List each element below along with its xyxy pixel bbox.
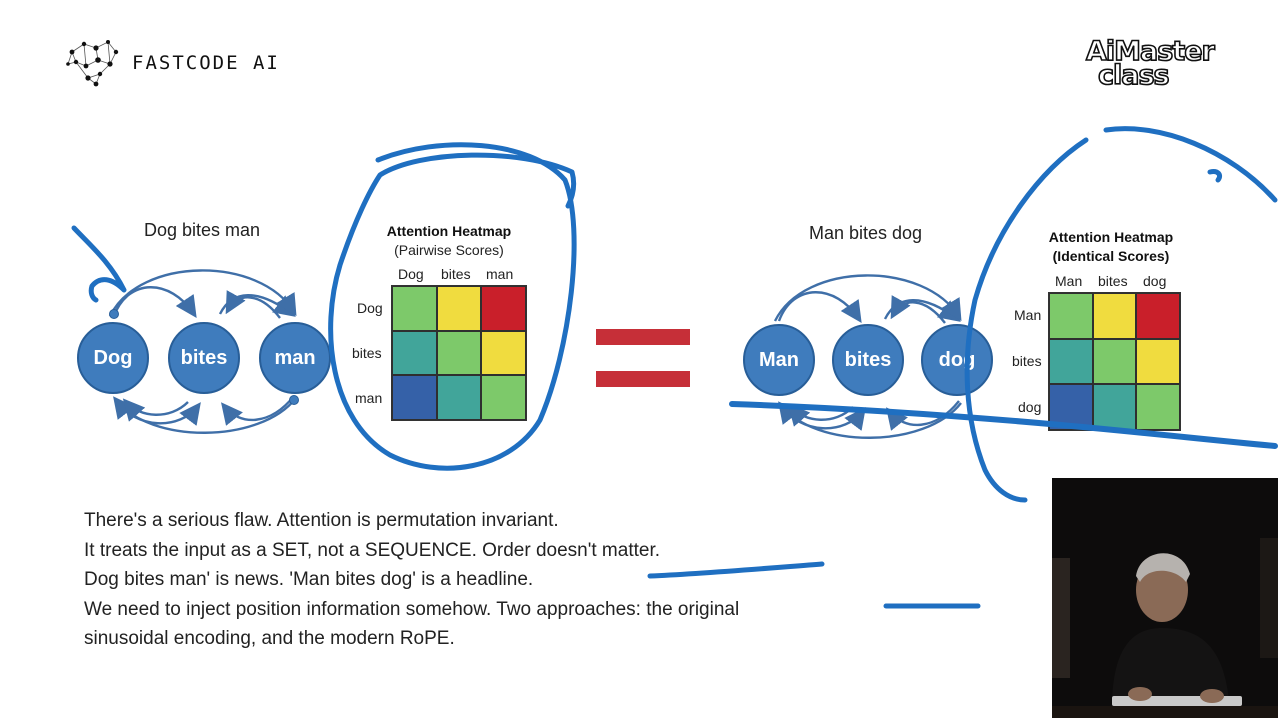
left-heatmap-col-label: man [486, 266, 514, 282]
heatmap-cell [392, 286, 437, 331]
left-heatmap-row-label: man [355, 390, 383, 406]
left-heatmap-subtitle: (Pairwise Scores) [394, 242, 504, 258]
heatmap-cell [392, 375, 437, 420]
narration-line: There's a serious flaw. Attention is per… [84, 510, 559, 531]
left-caption: Dog bites man [144, 220, 261, 240]
heatmap-cell [436, 330, 482, 376]
right-caption: Man bites dog [809, 223, 923, 243]
right-heatmap-row-label: dog [1018, 399, 1042, 415]
right-node-bites: bites [832, 324, 904, 396]
left-heatmap-col-label: bites [441, 266, 471, 282]
heatmap-cell [1049, 384, 1093, 430]
presenter-figure [1052, 478, 1278, 718]
heatmap-cell [1049, 293, 1093, 339]
right-heatmap-title: Attention Heatmap (Identical Scores) [1030, 228, 1192, 266]
narration-line: sinusoidal encoding, and the modern RoPE… [84, 628, 455, 649]
right-heatmap-col-label: bites [1098, 273, 1128, 289]
right-heatmap-grid [1048, 292, 1181, 431]
heatmap-cell [1136, 338, 1180, 385]
narration-line: We need to inject position information s… [84, 598, 740, 620]
network-logo-icon [66, 40, 119, 87]
left-heatmap-grid [391, 285, 527, 421]
masterclass-logo-line1: AiMaster [1085, 36, 1215, 67]
heatmap-cell [1092, 293, 1137, 339]
right-heatmap-row-label: Man [1014, 307, 1042, 323]
heatmap-cell [481, 330, 526, 376]
heatmap-cell [481, 286, 526, 331]
narration-line: It treats the input as a SET, not a SEQU… [84, 539, 661, 561]
right-node-man: Man [743, 324, 815, 396]
right-heatmap-subtitle: (Identical Scores) [1052, 248, 1170, 264]
right-node-dog: dog [921, 324, 993, 396]
heatmap-cell [436, 286, 482, 331]
brand-name: FASTCODE AI [132, 52, 280, 74]
heatmap-cell [481, 375, 526, 420]
heatmap-cell [1136, 293, 1180, 339]
heatmap-cell [1049, 338, 1093, 385]
left-heatmap-col-label: Dog [398, 266, 424, 282]
right-heatmap-title-text: Attention Heatmap [1048, 229, 1174, 245]
fastcode-logo: FASTCODE AI [66, 38, 280, 88]
masterclass-logo-line2: class [1097, 60, 1170, 91]
left-heatmap-title-text: Attention Heatmap [386, 223, 512, 239]
heatmap-cell [1092, 338, 1137, 385]
heatmap-cell [436, 375, 482, 420]
right-heatmap-col-label: dog [1143, 273, 1167, 289]
left-node-bites: bites [168, 322, 240, 394]
presenter-video [1052, 478, 1278, 718]
equals-sign-bottom-bar [596, 371, 690, 387]
left-node-dog: Dog [77, 322, 149, 394]
left-heatmap-row-label: bites [352, 345, 382, 361]
heatmap-cell [392, 330, 437, 376]
narration-line: Dog bites man' is news. 'Man bites dog' … [84, 569, 534, 590]
equals-sign-top-bar [596, 329, 690, 345]
heatmap-cell [1092, 384, 1137, 430]
heatmap-cell [1136, 384, 1180, 430]
right-heatmap-row-label: bites [1012, 353, 1042, 369]
left-node-man: man [259, 322, 331, 394]
narration-text: There's a serious flaw. Attention is per… [84, 506, 739, 654]
right-heatmap-col-label: Man [1055, 273, 1083, 289]
left-heatmap-row-label: Dog [357, 300, 383, 316]
left-heatmap-title: Attention Heatmap (Pairwise Scores) [360, 222, 538, 260]
masterclass-logo: AiMaster class [1085, 36, 1216, 91]
